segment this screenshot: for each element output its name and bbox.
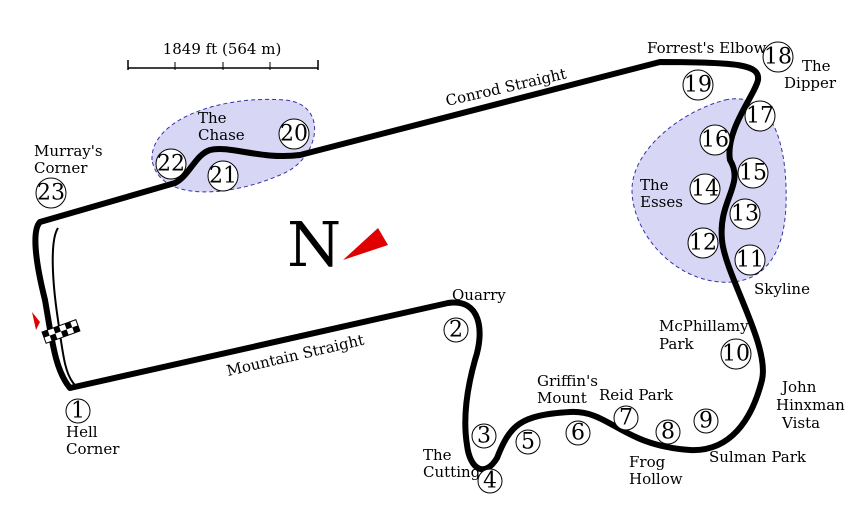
svg-text:20: 20 — [280, 122, 308, 147]
turn-marker-14: 14 — [689, 173, 721, 205]
svg-text:21: 21 — [209, 164, 237, 189]
mcphillamy-park-label-2: Park — [659, 335, 695, 353]
turn-marker-11: 11 — [734, 244, 766, 276]
murrays-corner-label: Murray's — [34, 142, 103, 160]
murrays-corner-label-2: Corner — [34, 159, 88, 177]
svg-text:12: 12 — [689, 231, 717, 256]
svg-text:3: 3 — [477, 424, 491, 449]
svg-text:16: 16 — [701, 128, 729, 153]
turn-marker-16: 16 — [699, 124, 731, 156]
the-chase-label: The — [198, 109, 227, 127]
frog-hollow-label-2: Hollow — [629, 470, 683, 488]
turn-marker-7: 7 — [613, 405, 639, 431]
scale-label: 1849 ft (564 m) — [163, 40, 282, 58]
turn-marker-4: 4 — [477, 468, 503, 494]
turn-marker-12: 12 — [687, 227, 719, 259]
the-esses-label-2: Esses — [640, 193, 683, 211]
turn-marker-9: 9 — [693, 408, 719, 434]
john-hinxman-vista-label-3: Vista — [781, 414, 820, 432]
mcphillamy-park-label: McPhillamy — [659, 317, 749, 335]
turn-marker-2: 2 — [443, 317, 469, 343]
turn-marker-13: 13 — [729, 198, 761, 230]
north-arrow-icon — [343, 228, 388, 260]
reid-park-label: Reid Park — [599, 386, 674, 404]
turn-marker-19: 19 — [682, 69, 714, 101]
turn-markers: 1 2 3 4 5 6 7 8 9 10 11 12 13 14 15 16 1… — [35, 41, 794, 494]
the-chase-label-2: Chase — [198, 126, 245, 144]
griffins-mount-label: Griffin's — [537, 372, 598, 390]
svg-text:10: 10 — [722, 342, 750, 367]
svg-text:22: 22 — [157, 152, 185, 177]
svg-text:17: 17 — [746, 104, 774, 129]
quarry-label: Quarry — [452, 286, 506, 304]
john-hinxman-vista-label: John — [780, 378, 817, 396]
hell-corner-label-2: Corner — [66, 440, 120, 458]
hell-corner-label: Hell — [66, 423, 98, 441]
the-cutting-label: The — [423, 446, 452, 464]
svg-text:5: 5 — [521, 430, 535, 455]
svg-text:14: 14 — [691, 177, 719, 202]
direction-arrow-icon — [32, 312, 40, 330]
scale-bar: 1849 ft (564 m) — [127, 40, 319, 70]
turn-marker-18: 18 — [762, 41, 794, 73]
turn-marker-6: 6 — [565, 420, 591, 446]
svg-text:4: 4 — [483, 469, 497, 494]
turn-marker-23: 23 — [35, 177, 67, 209]
track-outline — [32, 59, 766, 473]
svg-text:1: 1 — [71, 399, 85, 424]
svg-text:19: 19 — [684, 73, 712, 98]
john-hinxman-vista-label-2: Hinxman — [776, 396, 845, 414]
frog-hollow-label: Frog — [629, 453, 666, 471]
griffins-mount-label-2: Mount — [537, 389, 587, 407]
svg-text:9: 9 — [699, 409, 713, 434]
svg-text:23: 23 — [37, 181, 65, 206]
svg-text:11: 11 — [736, 248, 764, 273]
svg-text:2: 2 — [449, 318, 463, 343]
turn-marker-8: 8 — [655, 419, 681, 445]
the-dipper-label-2: Dipper — [784, 74, 837, 92]
turn-marker-15: 15 — [737, 157, 769, 189]
svg-text:7: 7 — [619, 406, 633, 431]
turn-marker-3: 3 — [471, 423, 497, 449]
turn-marker-21: 21 — [207, 160, 239, 192]
turn-marker-1: 1 — [65, 398, 91, 424]
the-dipper-label: The — [802, 57, 831, 75]
turn-marker-22: 22 — [155, 148, 187, 180]
svg-text:18: 18 — [764, 45, 792, 70]
start-finish-line — [41, 319, 81, 344]
turn-marker-20: 20 — [278, 118, 310, 150]
svg-text:15: 15 — [739, 161, 767, 186]
forrests-elbow-label: Forrest's Elbow — [647, 39, 767, 57]
svg-text:8: 8 — [661, 420, 675, 445]
the-esses-label: The — [640, 176, 669, 194]
the-cutting-label-2: Cutting — [423, 463, 481, 481]
north-label: N — [287, 208, 341, 281]
svg-text:6: 6 — [571, 421, 585, 446]
skyline-label: Skyline — [754, 280, 810, 298]
turn-marker-5: 5 — [515, 429, 541, 455]
turn-marker-10: 10 — [720, 338, 752, 370]
sulman-park-label: Sulman Park — [709, 448, 807, 466]
pit-lane — [51, 227, 76, 386]
svg-text:13: 13 — [731, 202, 759, 227]
turn-marker-17: 17 — [744, 100, 776, 132]
